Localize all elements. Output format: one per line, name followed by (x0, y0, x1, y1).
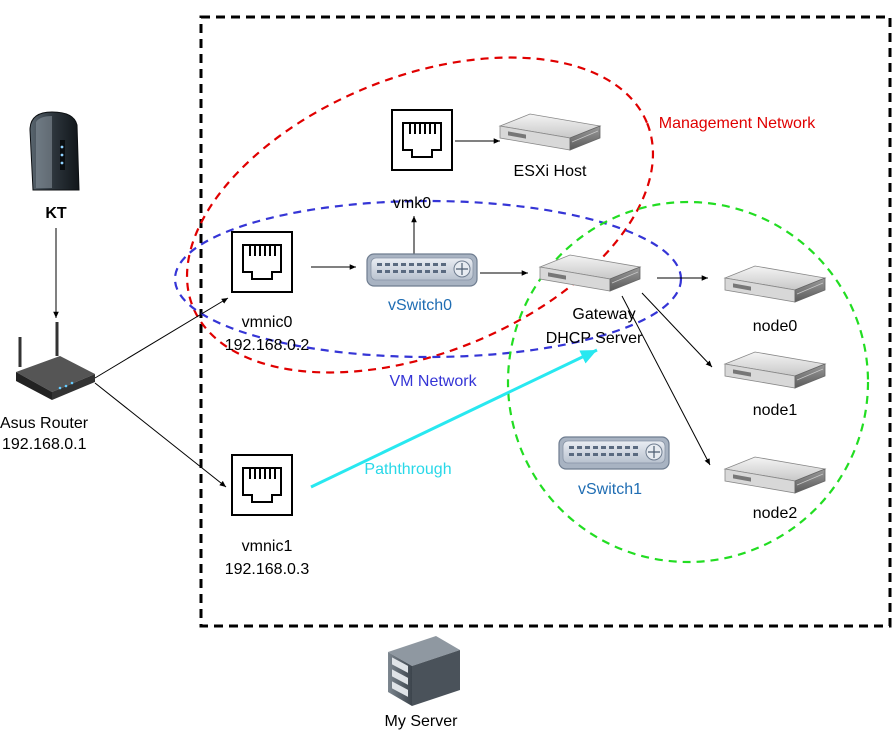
management-network-ellipse (185, 56, 655, 374)
gateway-label-line1: Gateway (572, 306, 636, 323)
vmk0-label: vmk0 (392, 195, 432, 212)
gateway-to-node1-link (641, 292, 713, 368)
vm-network-label: VM Network (389, 373, 477, 390)
node1-label: node1 (752, 402, 798, 419)
esxi-host-server-icon (499, 113, 601, 151)
vmnic1-ip-label: 192.168.0.3 (224, 561, 310, 578)
my-server-label: My Server (384, 713, 458, 730)
router-to-vmnic1-link (94, 382, 227, 488)
paththrough-link (310, 348, 598, 489)
my-server-boundary (199, 15, 892, 628)
vmnic0-ethernet-port-icon (231, 231, 293, 293)
node0-label: node0 (752, 318, 798, 335)
paththrough-label: Paththrough (364, 461, 452, 478)
router-ip-label: 192.168.0.1 (2, 436, 87, 453)
gateway-server-icon (539, 254, 641, 292)
vmnic1-name-label: vmnic1 (241, 538, 293, 555)
router-to-vmnic0-link (94, 297, 229, 379)
gateway-to-node2-link (621, 295, 711, 466)
vswitch0-label: vSwitch0 (387, 297, 453, 314)
vm-network-ellipse (173, 199, 683, 359)
esxi-host-label: ESXi Host (513, 163, 587, 180)
vmk0-ethernet-port-icon (391, 109, 453, 171)
vmnic1-ethernet-port-icon (231, 454, 293, 516)
modem-icon (29, 111, 80, 191)
node2-label: node2 (752, 505, 798, 522)
vmnic0-name-label: vmnic0 (241, 314, 293, 331)
server-tower-icon (388, 636, 460, 706)
vswitch1-switch-icon (558, 436, 670, 470)
vmnic0-ip-label: 192.168.0.2 (224, 337, 310, 354)
node2-server-icon (724, 456, 826, 494)
wireless-router-icon (16, 322, 95, 400)
router-name-label: Asus Router (0, 415, 89, 432)
node0-server-icon (724, 265, 826, 303)
management-network-label: Management Network (658, 115, 816, 132)
node1-server-icon (724, 351, 826, 389)
node-network-ellipse (506, 200, 870, 564)
vswitch0-switch-icon (366, 253, 478, 287)
vswitch1-label: vSwitch1 (577, 481, 643, 498)
gateway-label-line2: DHCP Server (545, 330, 643, 347)
kt-label: KT (45, 205, 67, 222)
